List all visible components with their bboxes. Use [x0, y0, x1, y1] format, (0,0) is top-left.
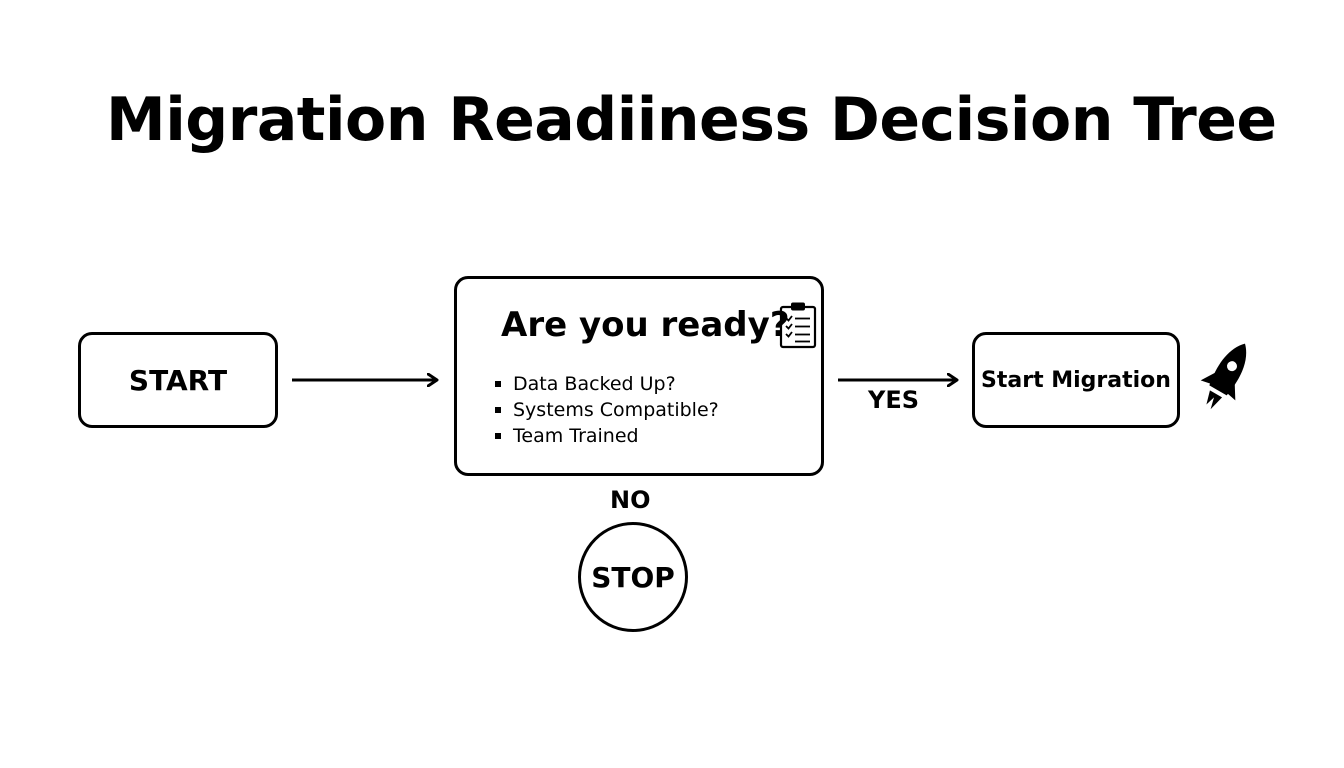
question-title: Are you ready? [501, 305, 790, 345]
diagram-title: Migration Readiiness Decision Tree [106, 85, 1277, 155]
start-migration-node: Start Migration [972, 332, 1180, 428]
bullet-icon [495, 407, 501, 413]
checklist-item: Team Trained [495, 423, 719, 449]
checklist-item-label: Data Backed Up? [513, 373, 676, 395]
checklist-item-label: Systems Compatible? [513, 399, 719, 421]
yes-edge-label: YES [868, 386, 920, 414]
readiness-question-node: Are you ready? Data Backed Up? Systems C… [454, 276, 824, 476]
checklist-item: Data Backed Up? [495, 371, 719, 397]
bullet-icon [495, 433, 501, 439]
clipboard-checklist-icon [779, 302, 817, 349]
checklist-item-label: Team Trained [513, 425, 639, 447]
no-edge-label: NO [610, 486, 651, 514]
stop-node: STOP [578, 522, 688, 632]
checklist-item: Systems Compatible? [495, 397, 719, 423]
start-migration-label: Start Migration [981, 367, 1171, 393]
start-label: START [128, 363, 228, 397]
bullet-icon [495, 381, 501, 387]
readiness-checklist: Data Backed Up? Systems Compatible? Team… [495, 371, 719, 449]
stop-label: STOP [591, 560, 675, 594]
start-node: START [78, 332, 278, 428]
rocket-icon [1200, 343, 1247, 410]
